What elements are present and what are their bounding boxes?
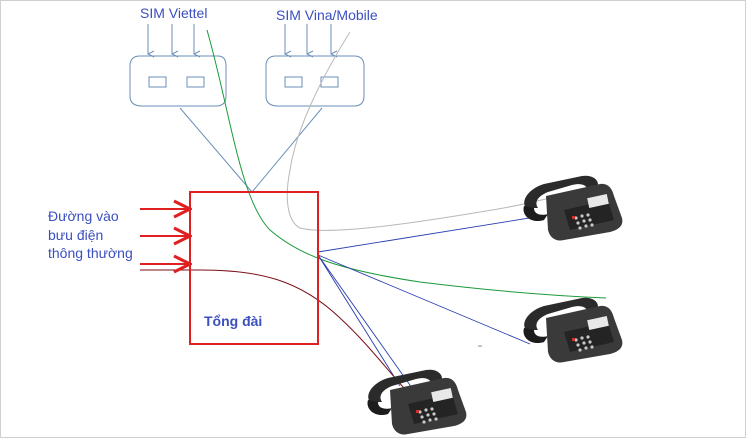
sim-vina-mobile-label: SIM Vina/Mobile [276,7,378,23]
blue-cable-bottom [317,254,413,389]
telephone-icon [367,369,467,435]
input-line-label-2: bưu điện [48,227,104,243]
blue-cable-top [317,214,549,253]
sim-slot-icon [186,76,205,88]
pbx-label: Tổng đài [204,313,263,329]
sim-slot-icon [284,76,303,88]
sim-slot-icon [148,76,167,88]
gray-cable [286,31,595,231]
blue-cable-mid [317,254,531,345]
green-cable [206,29,607,299]
sim-viettel-label: SIM Viettel [140,5,208,21]
telephone-icon [523,175,623,241]
input-line-label-3: thông thường [48,245,133,261]
sim-viettel-box [129,24,227,107]
darkred-cable [140,269,405,389]
blue-cable-bottom-2 [317,254,401,387]
telephone-icon [523,297,623,363]
input-line-label-1: Đường vào [48,208,119,224]
sim-vina-link [251,107,323,193]
sim-vina-mobile-box [265,24,365,107]
sim-viettel-link [179,107,253,193]
